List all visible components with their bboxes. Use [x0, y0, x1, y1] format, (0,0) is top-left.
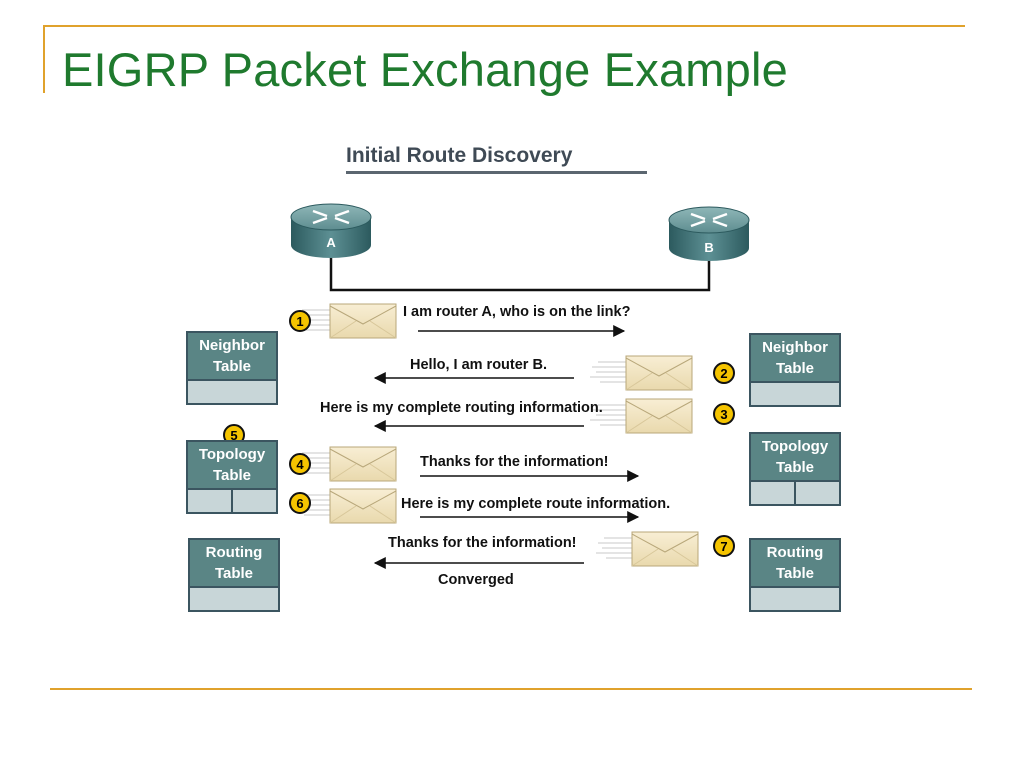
step-3-label: 3 [720, 407, 727, 422]
router-a-label: A [326, 235, 336, 250]
message-7: Thanks for the information! [388, 535, 577, 551]
table-title-line1: Routing [766, 544, 824, 561]
table-body [751, 482, 839, 504]
step-badge-4: 4 [289, 453, 311, 475]
step-badge-3: 3 [713, 403, 735, 425]
message-4: Thanks for the information! [420, 454, 609, 470]
table-header: Neighbor Table [751, 335, 839, 383]
step-badge-1: 1 [289, 310, 311, 332]
step-2-label: 2 [720, 366, 727, 381]
step-badge-2: 2 [713, 362, 735, 384]
router-a-routing-table: Routing Table [188, 538, 280, 612]
step-badge-6: 6 [289, 492, 311, 514]
table-header: Routing Table [190, 540, 278, 588]
table-title-line2: Table [775, 459, 815, 476]
message-6: Here is my complete route information. [401, 496, 671, 512]
table-header: Routing Table [751, 540, 839, 588]
table-body [188, 490, 276, 512]
envelope-7 [595, 531, 699, 567]
router-b-label: B [704, 240, 713, 255]
table-title-line2: Table [212, 467, 252, 484]
table-header: Topology Table [188, 442, 276, 490]
table-title-line2: Table [775, 360, 815, 377]
router-a: A [289, 202, 373, 260]
step-badge-7: 7 [713, 535, 735, 557]
table-body [188, 381, 276, 403]
table-title-line2: Table [775, 565, 815, 582]
subtitle-underline [346, 171, 647, 174]
step-1-label: 1 [296, 314, 303, 329]
envelope-2 [589, 355, 693, 391]
table-title-line1: Neighbor [762, 339, 828, 356]
table-body [751, 588, 839, 610]
converged-label: Converged [438, 572, 514, 588]
router-b-topology-table: Topology Table [749, 432, 841, 506]
table-header: Neighbor Table [188, 333, 276, 381]
router-b-neighbor-table: Neighbor Table [749, 333, 841, 407]
title-rule-top [45, 25, 965, 27]
link-line [329, 255, 711, 292]
table-title-line2: Table [212, 358, 252, 375]
router-a-neighbor-table: Neighbor Table [186, 331, 278, 405]
message-2: Hello, I am router B. [410, 357, 547, 373]
table-title-line1: Neighbor [199, 337, 265, 354]
router-a-topology-table: Topology Table [186, 440, 278, 514]
title-rule-left [43, 25, 45, 93]
footer-rule [50, 688, 972, 690]
message-1: I am router A, who is on the link? [403, 304, 631, 320]
diagram-subtitle: Initial Route Discovery [346, 144, 573, 167]
message-3: Here is my complete routing information. [320, 400, 603, 416]
step-7-label: 7 [720, 539, 727, 554]
table-title-line1: Routing [205, 544, 263, 561]
table-title-line2: Table [214, 565, 254, 582]
router-b-routing-table: Routing Table [749, 538, 841, 612]
step-5-label: 5 [230, 428, 237, 443]
router-b: B [667, 205, 751, 263]
envelope-3 [589, 398, 693, 434]
slide-title: EIGRP Packet Exchange Example [62, 43, 788, 96]
table-title-line1: Topology [761, 438, 829, 455]
table-header: Topology Table [751, 434, 839, 482]
step-4-label: 4 [296, 457, 304, 472]
table-body [751, 383, 839, 405]
table-title-line1: Topology [198, 446, 266, 463]
step-6-label: 6 [296, 496, 303, 511]
table-body [190, 588, 278, 610]
